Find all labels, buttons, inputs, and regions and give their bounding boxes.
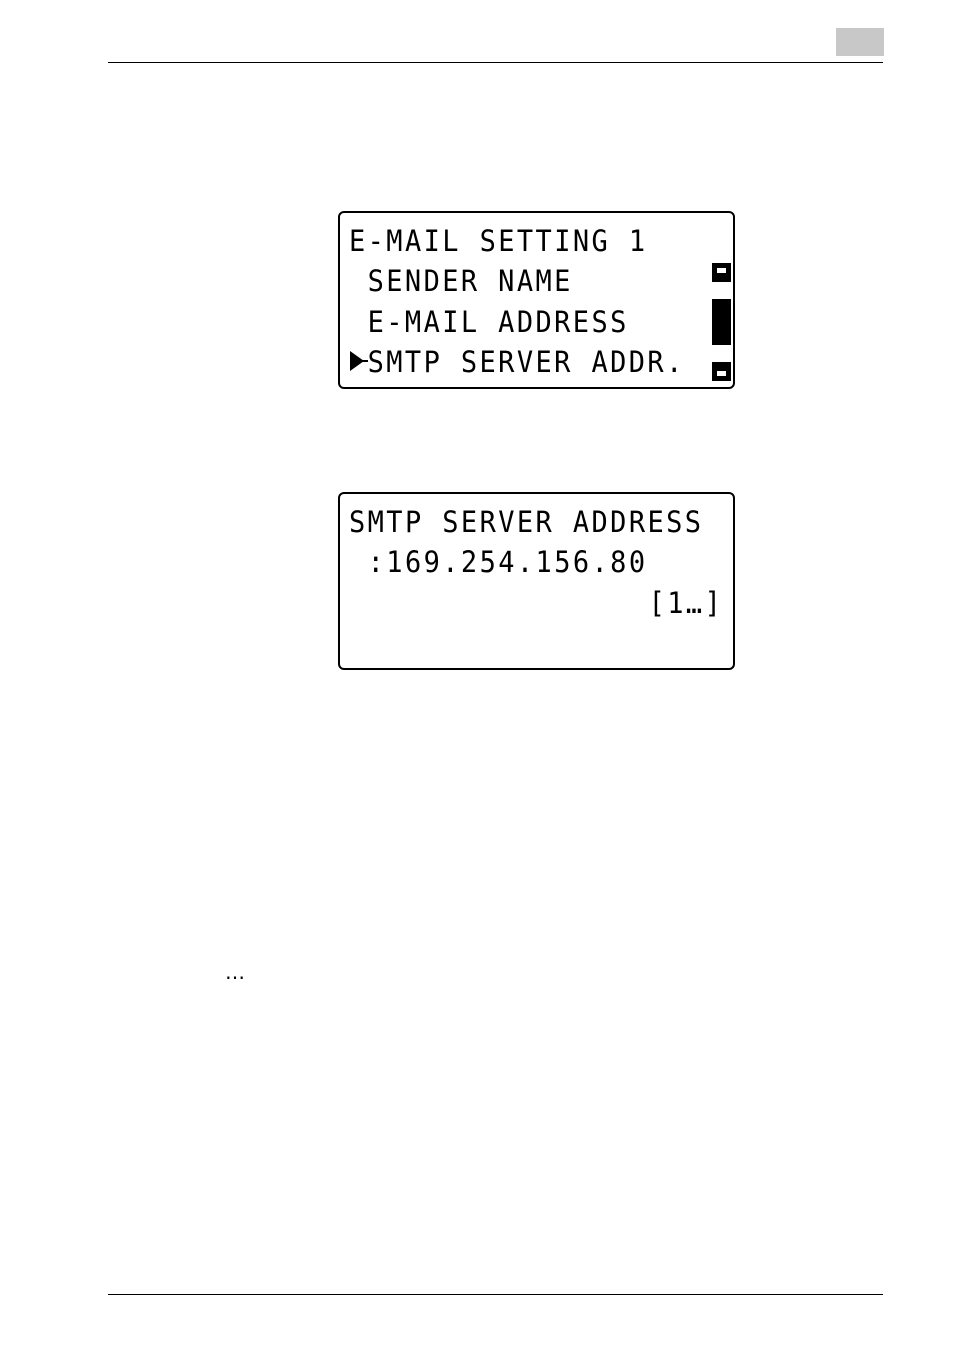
menu-item-sender-name: SENDER NAME [349, 264, 573, 298]
chapter-tab [836, 28, 884, 56]
header-rule [108, 62, 883, 63]
lcd-screen-email-setting: E-MAIL SETTING 1 SENDER NAME E-MAIL ADDR… [338, 211, 735, 389]
scroll-thumb [712, 299, 731, 345]
footer-rule [108, 1294, 883, 1295]
lcd-scrollbar [712, 263, 731, 381]
input-mode-indicator: [1…] [648, 586, 723, 620]
smtp-address-value: :169.254.156.80 [349, 545, 647, 579]
lcd-title: SMTP SERVER ADDRESS [349, 505, 703, 539]
note-marker: … [225, 960, 246, 984]
scroll-up-arrow-icon [712, 263, 731, 282]
scroll-down-arrow-icon [712, 362, 731, 381]
menu-item-email-address: E-MAIL ADDRESS [349, 305, 629, 339]
lcd-title: E-MAIL SETTING 1 [349, 224, 647, 258]
menu-item-smtp-server-addr: SMTP SERVER ADDR. [349, 345, 685, 379]
lcd-screen-smtp-server-address: SMTP SERVER ADDRESS :169.254.156.80 [1…] [338, 492, 735, 670]
